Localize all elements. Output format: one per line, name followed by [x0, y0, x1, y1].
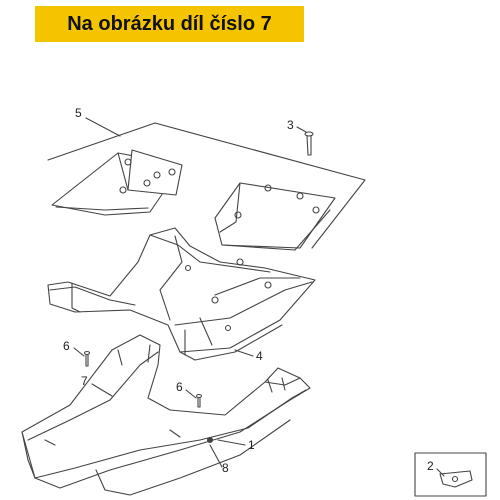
part-5-left-panel — [51, 149, 183, 216]
part-4-floor-panel — [47, 227, 316, 361]
callout-7: 7 — [81, 374, 88, 388]
assembly-outline — [47, 122, 366, 249]
part-2-clip-box — [414, 452, 487, 497]
callout-3: 3 — [287, 118, 294, 132]
callout-6-left: 6 — [63, 339, 70, 353]
leader-lines — [73, 117, 445, 477]
part-number-banner: Na obrázku díl číslo 7 — [35, 6, 304, 42]
callout-8: 8 — [222, 461, 229, 475]
part-1-lower-cover — [21, 334, 311, 496]
part-3-screw — [304, 131, 314, 156]
part-5-right-panel — [214, 182, 336, 251]
banner-text: Na obrázku díl číslo 7 — [67, 12, 272, 35]
part-6-bolt-left — [83, 350, 91, 367]
callout-1: 1 — [248, 438, 255, 452]
callout-2: 2 — [427, 459, 434, 473]
callout-5: 5 — [75, 106, 82, 120]
callout-4: 4 — [256, 349, 263, 363]
callout-6-right: 6 — [176, 380, 183, 394]
part-6-bolt-right — [195, 393, 203, 408]
